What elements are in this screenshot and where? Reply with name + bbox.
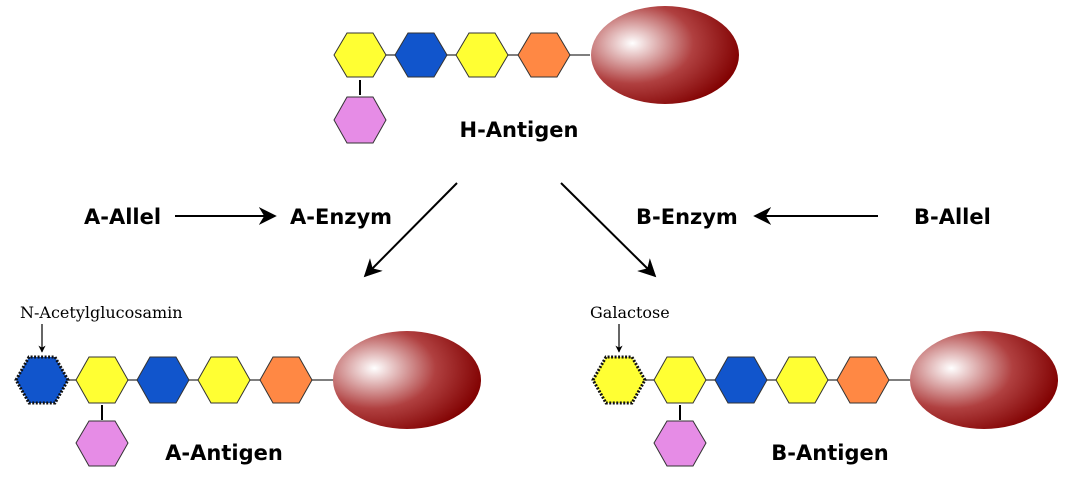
sugar-hexagon-yellow: [775, 356, 829, 404]
sugar-hexagon-yellow: [197, 356, 251, 404]
b-allele-label: B-Allel: [914, 205, 991, 229]
a-allele-label: A-Allel: [84, 205, 161, 229]
sugar-hexagon-yellow: [75, 356, 129, 404]
sugar-hexagon-orange: [836, 356, 890, 404]
cell-ellipse: [591, 6, 739, 104]
arrow-to-b-antigen: [560, 182, 657, 278]
h-antigen-group: H-Antigen: [333, 6, 739, 144]
sugar-hexagon-violet: [75, 420, 129, 467]
b-antigen-group: Galactose B-Antigen: [590, 303, 1058, 467]
a-sugar-label: N-Acetylglucosamin: [20, 303, 183, 322]
a-antigen-label: A-Antigen: [165, 441, 283, 465]
h-antigen-label: H-Antigen: [460, 118, 579, 142]
added-sugar-hexagon-blue: [14, 355, 70, 405]
sugar-hexagon-orange: [259, 356, 313, 404]
b-sugar-label: Galactose: [590, 303, 670, 322]
sugar-hexagon-orange: [517, 32, 571, 78]
sugar-hexagon-yellow: [333, 32, 387, 78]
a-antigen-group: N-Acetylglucosamin A-Antigen: [14, 303, 481, 467]
b-antigen-label: B-Antigen: [771, 441, 888, 465]
sugar-hexagon-blue: [714, 356, 768, 404]
cell-ellipse: [333, 331, 481, 429]
a-enzyme-label: A-Enzym: [290, 205, 392, 229]
sugar-hexagon-violet: [333, 96, 387, 144]
sugar-hexagon-blue: [136, 356, 190, 404]
added-sugar-hexagon-yellow: [591, 355, 647, 405]
sugar-hexagon-blue: [394, 32, 448, 78]
arrow-to-a-antigen: [363, 182, 458, 278]
sugar-hexagon-yellow: [653, 356, 707, 404]
cell-ellipse: [910, 331, 1058, 429]
b-enzyme-label: B-Enzym: [636, 205, 738, 229]
sugar-hexagon-violet: [653, 420, 707, 467]
sugar-hexagon-yellow: [455, 32, 509, 78]
